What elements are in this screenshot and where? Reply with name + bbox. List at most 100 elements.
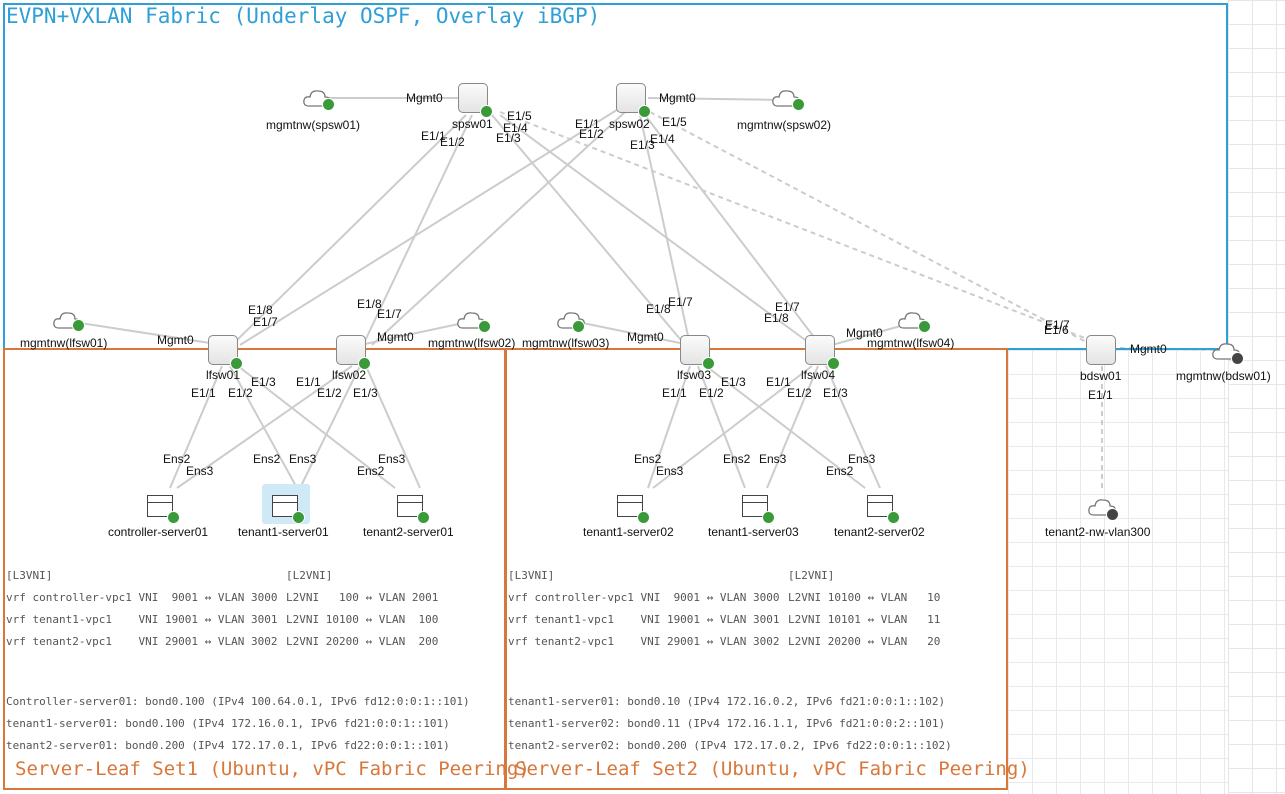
status-ok-icon bbox=[792, 98, 805, 111]
set2-l3vni-header: [L3VNI] bbox=[508, 569, 555, 582]
tenant2-server01-label: tenant2-server01 bbox=[363, 525, 454, 539]
lfsw04-switch-icon[interactable] bbox=[805, 335, 840, 370]
lfsw03-switch-icon[interactable] bbox=[680, 335, 715, 370]
set2-server-line: tenant1-server02: bond0.11 (IPv4 172.16.… bbox=[508, 717, 946, 730]
status-ok-icon bbox=[762, 511, 775, 524]
mgmtnw-lfsw03-label: mgmtnw(lfsw03) bbox=[522, 336, 610, 350]
port-label: Ens2 bbox=[253, 452, 281, 466]
port-label: E1/2 bbox=[699, 386, 724, 400]
server-leaf-set2-group[interactable] bbox=[505, 348, 1008, 790]
set1-l2vni-header: [L2VNI] bbox=[286, 569, 333, 582]
set2-l3vni-line: vrf controller-vpc1 VNI 9001 ↔ VLAN 3000 bbox=[508, 591, 780, 604]
mgmtnw-lfsw04-label: mgmtnw(lfsw04) bbox=[867, 336, 955, 350]
port-label: E1/1 bbox=[575, 117, 600, 131]
port-label: E1/5 bbox=[662, 115, 687, 129]
port-label: E1/7 bbox=[668, 295, 693, 309]
port-label: Mgmt0 bbox=[406, 91, 443, 105]
tenant2-nw-vlan300-label: tenant2-nw-vlan300 bbox=[1045, 525, 1151, 539]
set1-l2vni-line: L2VNI 100 ↔ VLAN 2001 bbox=[286, 591, 439, 604]
status-ok-icon bbox=[918, 320, 931, 333]
lfsw02-switch-icon[interactable] bbox=[336, 335, 371, 370]
mgmtnw-spsw01-label: mgmtnw(spsw01) bbox=[266, 118, 361, 132]
set1-l2vni-line: L2VNI 20200 ↔ VLAN 200 bbox=[286, 635, 439, 648]
port-label: Ens2 bbox=[826, 464, 854, 478]
port-label: E1/7 bbox=[1045, 318, 1070, 332]
port-label: E1/7 bbox=[377, 307, 402, 321]
port-label: Ens2 bbox=[357, 464, 385, 478]
server-icon[interactable] bbox=[742, 495, 775, 524]
spsw01-switch-icon[interactable] bbox=[458, 83, 493, 118]
lfsw04-label: lfsw04 bbox=[801, 368, 836, 382]
status-ok-icon bbox=[887, 511, 900, 524]
port-label: E1/7 bbox=[775, 300, 800, 314]
port-label: Ens3 bbox=[848, 452, 876, 466]
fabric-group[interactable] bbox=[3, 3, 1228, 350]
status-ok-icon bbox=[292, 511, 305, 524]
port-label: E1/8 bbox=[646, 302, 671, 316]
set2-l2vni-line: L2VNI 20200 ↔ VLAN 20 bbox=[788, 635, 941, 648]
port-label: Mgmt0 bbox=[846, 326, 883, 340]
port-label: E1/8 bbox=[248, 303, 273, 317]
set1-l2vni-line: L2VNI 10100 ↔ VLAN 100 bbox=[286, 613, 439, 626]
fabric-title: EVPN+VXLAN Fabric (Underlay OSPF, Overla… bbox=[6, 4, 601, 28]
port-label: E1/4 bbox=[650, 132, 675, 146]
server-icon[interactable] bbox=[272, 495, 305, 524]
tenant1-server03-label: tenant1-server03 bbox=[708, 525, 799, 539]
set1-server-line: tenant1-server01: bond0.100 (IPv4 172.16… bbox=[6, 717, 450, 730]
canvas-grid-lower bbox=[1008, 350, 1228, 794]
port-label: E1/2 bbox=[787, 386, 812, 400]
port-label: E1/8 bbox=[357, 297, 382, 311]
spsw02-switch-icon[interactable] bbox=[616, 83, 651, 118]
status-ok-icon bbox=[230, 357, 243, 370]
port-label: E1/4 bbox=[503, 121, 528, 135]
server-icon[interactable] bbox=[617, 495, 650, 524]
tenant1-server01-label: tenant1-server01 bbox=[238, 525, 329, 539]
port-label: E1/8 bbox=[764, 311, 789, 325]
port-label: E1/5 bbox=[507, 109, 532, 123]
status-ok-icon bbox=[322, 98, 335, 111]
controller-server01-label: controller-server01 bbox=[108, 525, 209, 539]
set2-l3vni-line: vrf tenant2-vpc1 VNI 29001 ↔ VLAN 3002 bbox=[508, 635, 780, 648]
port-label: E1/3 bbox=[823, 386, 848, 400]
port-label: E1/1 bbox=[296, 375, 321, 389]
lfsw03-label: lfsw03 bbox=[677, 368, 712, 382]
port-label: E1/2 bbox=[317, 386, 342, 400]
server-icon[interactable] bbox=[147, 495, 180, 524]
port-label: Ens2 bbox=[634, 452, 662, 466]
set1-l3vni-header: [L3VNI] bbox=[6, 569, 53, 582]
port-label: E1/1 bbox=[662, 386, 687, 400]
status-ok-icon bbox=[480, 105, 493, 118]
set1-l3vni-line: vrf tenant2-vpc1 VNI 29001 ↔ VLAN 3002 bbox=[6, 635, 278, 648]
status-ok-icon bbox=[167, 511, 180, 524]
set2-l2vni-header: [L2VNI] bbox=[788, 569, 835, 582]
mgmtnw-lfsw02-label: mgmtnw(lfsw02) bbox=[428, 336, 516, 350]
mgmtnw-spsw02-label: mgmtnw(spsw02) bbox=[737, 118, 832, 132]
status-ok-icon bbox=[478, 320, 491, 333]
set2-server-line: tenant1-server01: bond0.10 (IPv4 172.16.… bbox=[508, 695, 946, 708]
bdsw01-switch-icon[interactable] bbox=[1086, 335, 1116, 365]
port-label: E1/1 bbox=[191, 386, 216, 400]
port-label: E1/1 bbox=[1088, 388, 1113, 402]
status-ok-icon bbox=[572, 320, 585, 333]
port-label: Mgmt0 bbox=[627, 330, 664, 344]
server-icon[interactable] bbox=[867, 495, 900, 524]
lfsw01-switch-icon[interactable] bbox=[208, 335, 243, 370]
port-label: E1/1 bbox=[421, 129, 446, 143]
server-icon[interactable] bbox=[397, 495, 430, 524]
status-ok-icon bbox=[417, 511, 430, 524]
set1-server-line: tenant2-server01: bond0.200 (IPv4 172.17… bbox=[6, 739, 450, 752]
spsw02-label: spsw02 bbox=[609, 117, 650, 131]
port-label: Ens2 bbox=[723, 452, 751, 466]
mgmtnw-lfsw01-label: mgmtnw(lfsw01) bbox=[20, 336, 108, 350]
port-label: E1/2 bbox=[579, 127, 604, 141]
canvas-grid bbox=[1228, 0, 1285, 794]
port-label: E1/2 bbox=[440, 135, 465, 149]
status-down-icon bbox=[1106, 508, 1119, 521]
tenant2-server02-label: tenant2-server02 bbox=[834, 525, 925, 539]
status-ok-icon bbox=[702, 357, 715, 370]
set2-l2vni-line: L2VNI 10101 ↔ VLAN 11 bbox=[788, 613, 941, 626]
port-label: E1/3 bbox=[251, 375, 276, 389]
port-label: E1/3 bbox=[630, 138, 655, 152]
set2-title: Server-Leaf Set2 (Ubuntu, vPC Fabric Pee… bbox=[515, 758, 1030, 780]
